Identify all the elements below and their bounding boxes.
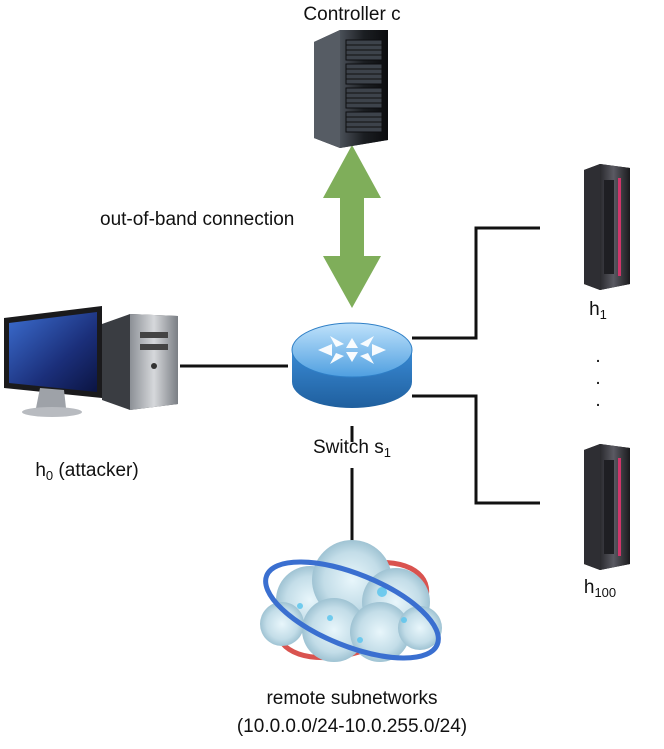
ellipsis-vertical: . . . [595, 346, 600, 412]
host-h100-label: h100 [583, 577, 617, 600]
switch-label: Switch s1 [313, 437, 391, 460]
switch-icon [291, 322, 413, 408]
ellipsis-dot: . [595, 390, 601, 411]
attacker-label: h0 (attacker) [35, 460, 139, 483]
ellipsis-dot: . [595, 368, 601, 389]
host-h1-label: h1 [589, 299, 607, 322]
controller-label: Controller c [303, 4, 401, 25]
controller-server-icon [314, 30, 388, 148]
wire-switch-h100 [412, 394, 540, 505]
wire-switch-h1 [412, 226, 540, 340]
remote-label-line2: (10.0.0.0/24-10.0.255.0/24) [236, 716, 468, 737]
ellipsis-dot: . [595, 346, 601, 367]
attacker-computer-icon [4, 306, 178, 417]
double-arrow-icon [323, 145, 381, 308]
out-of-band-label: out-of-band connection [100, 209, 295, 230]
remote-cloud-icon [260, 540, 442, 662]
host-h100-server-icon [584, 444, 630, 570]
remote-label-line1: remote subnetworks [266, 688, 438, 709]
wires [180, 226, 540, 542]
host-h1-server-icon [584, 164, 630, 290]
